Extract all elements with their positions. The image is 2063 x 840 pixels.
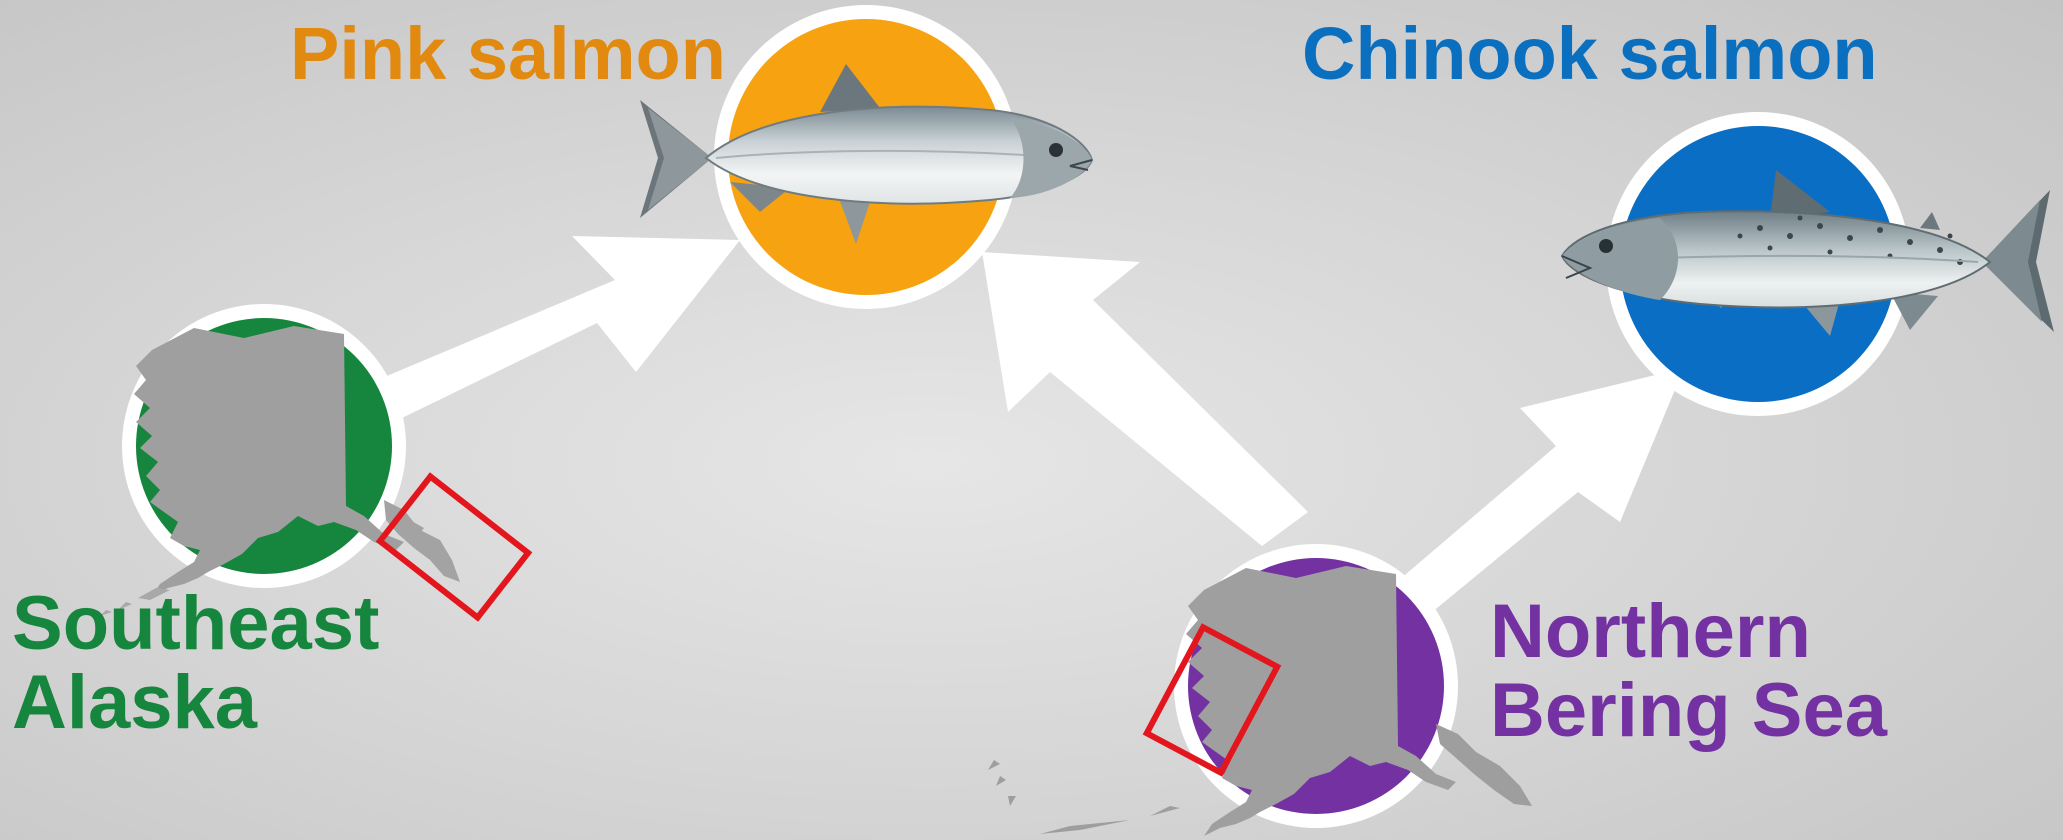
arrow-southeast-to-pink [382, 236, 740, 418]
chinook-salmon-label: Chinook salmon [1302, 12, 1878, 95]
highlight-box [1142, 623, 1282, 777]
highlight-box [375, 472, 533, 622]
alaska-outline-extension [988, 724, 1532, 834]
northern-bering-sea-label-line2: Bering Sea [1490, 668, 1888, 754]
salmon-fish-icon [1560, 170, 2054, 336]
northern-bering-sea-label-line1: Northern [1490, 589, 1811, 674]
chinook-salmon-fish [1560, 170, 2054, 336]
northern-bering-sea-label: Northern Bering Sea [1490, 592, 1887, 750]
alaska-map-icon [100, 326, 404, 616]
southeast-panhandle-map [384, 500, 460, 582]
pink-salmon-fish [640, 64, 1094, 244]
southeast-alaska-node [100, 304, 533, 622]
southeast-alaska-label: Southeast Alaska [12, 584, 379, 742]
arrow-bering-to-pink [982, 252, 1308, 546]
northern-bering-sea-node [988, 544, 1532, 836]
arrow-bering-to-chinook [1392, 368, 1684, 622]
salmon-fish-icon [640, 64, 1094, 244]
southeast-alaska-label-line1: Southeast [12, 581, 380, 666]
pink-salmon-label: Pink salmon [290, 12, 726, 95]
southeast-alaska-label-line2: Alaska [12, 660, 258, 746]
